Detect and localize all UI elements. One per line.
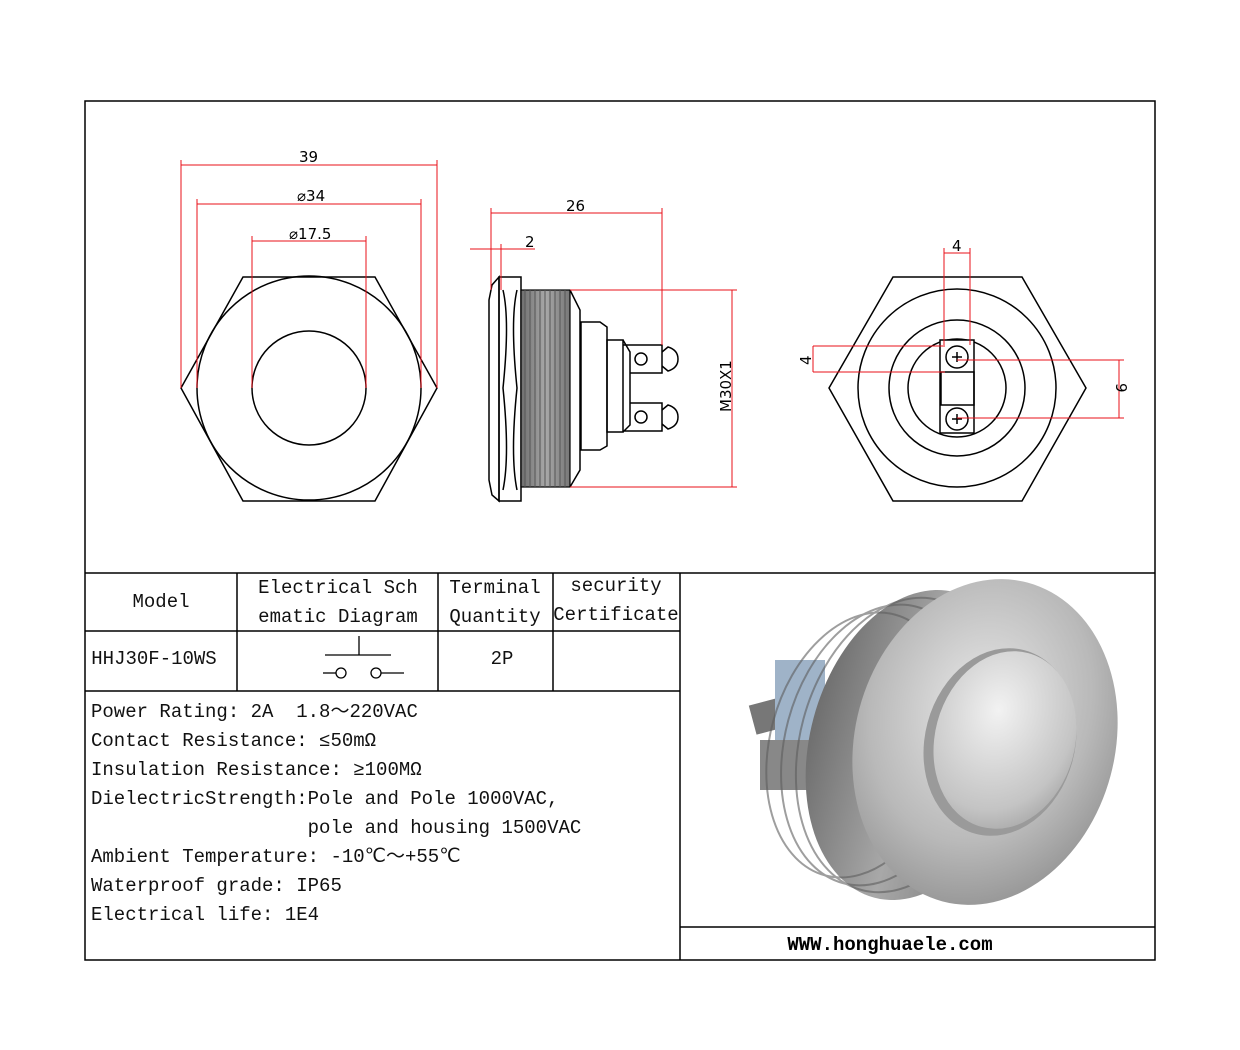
dim-outer-diameter: ⌀34: [297, 187, 325, 205]
frame: [84, 100, 1156, 961]
dim-width: 39: [299, 148, 318, 166]
header-model: Model: [132, 591, 189, 613]
table-row: HHJ30F-10WS 2P: [91, 636, 514, 679]
product-photo: [748, 579, 1118, 905]
dim-terminal-width: 4: [952, 237, 962, 255]
switch-schematic-icon: [323, 636, 404, 679]
spec-contact-resistance: Contact Resistance: ≤50mΩ: [91, 730, 376, 752]
spec-dielectric-strength-cont: pole and housing 1500VAC: [91, 817, 581, 839]
spec-waterproof-grade: Waterproof grade: IP65: [91, 875, 342, 897]
header-terminal-line1: Terminal: [449, 577, 540, 599]
website-link[interactable]: WWW.honghuaele.com: [787, 934, 992, 956]
spec-power-rating: Power Rating: 2A 1.8～220VAC: [91, 701, 418, 723]
spec-ambient-temperature: Ambient Temperature: -10℃～+55℃: [91, 846, 461, 868]
terminal-quantity-value: 2P: [491, 648, 514, 670]
dim-button-diameter: ⌀17.5: [289, 225, 331, 243]
rear-view: 4 4 9: [797, 237, 1130, 502]
spec-dielectric-strength: DielectricStrength:Pole and Pole 1000VAC…: [91, 788, 558, 810]
model-value: HHJ30F-10WS: [91, 648, 216, 670]
dim-terminal-height: 4: [797, 355, 815, 365]
dim-terminal-pitch: 9: [1112, 383, 1130, 393]
table-header: Model Electrical Sch ematic Diagram Term…: [132, 575, 678, 628]
dim-thread: M30X1: [717, 360, 735, 412]
side-view: 26 2 M30X1: [470, 197, 737, 503]
spec-insulation-resistance: Insulation Resistance: ≥100MΩ: [91, 759, 422, 781]
header-schematic-line1: Electrical Sch: [258, 577, 418, 599]
dim-flange: 2: [525, 233, 535, 251]
spec-electrical-life: Electrical life: 1E4: [91, 904, 319, 926]
dim-length: 26: [566, 197, 585, 215]
header-certificate-line2: Certificate: [553, 604, 678, 626]
front-view: 39 ⌀34 ⌀17.5: [180, 148, 438, 502]
header-certificate-line1: security: [570, 575, 661, 597]
header-schematic-line2: ematic Diagram: [258, 606, 418, 628]
specifications: Power Rating: 2A 1.8～220VAC Contact Resi…: [91, 701, 581, 926]
header-terminal-line2: Quantity: [449, 606, 540, 628]
